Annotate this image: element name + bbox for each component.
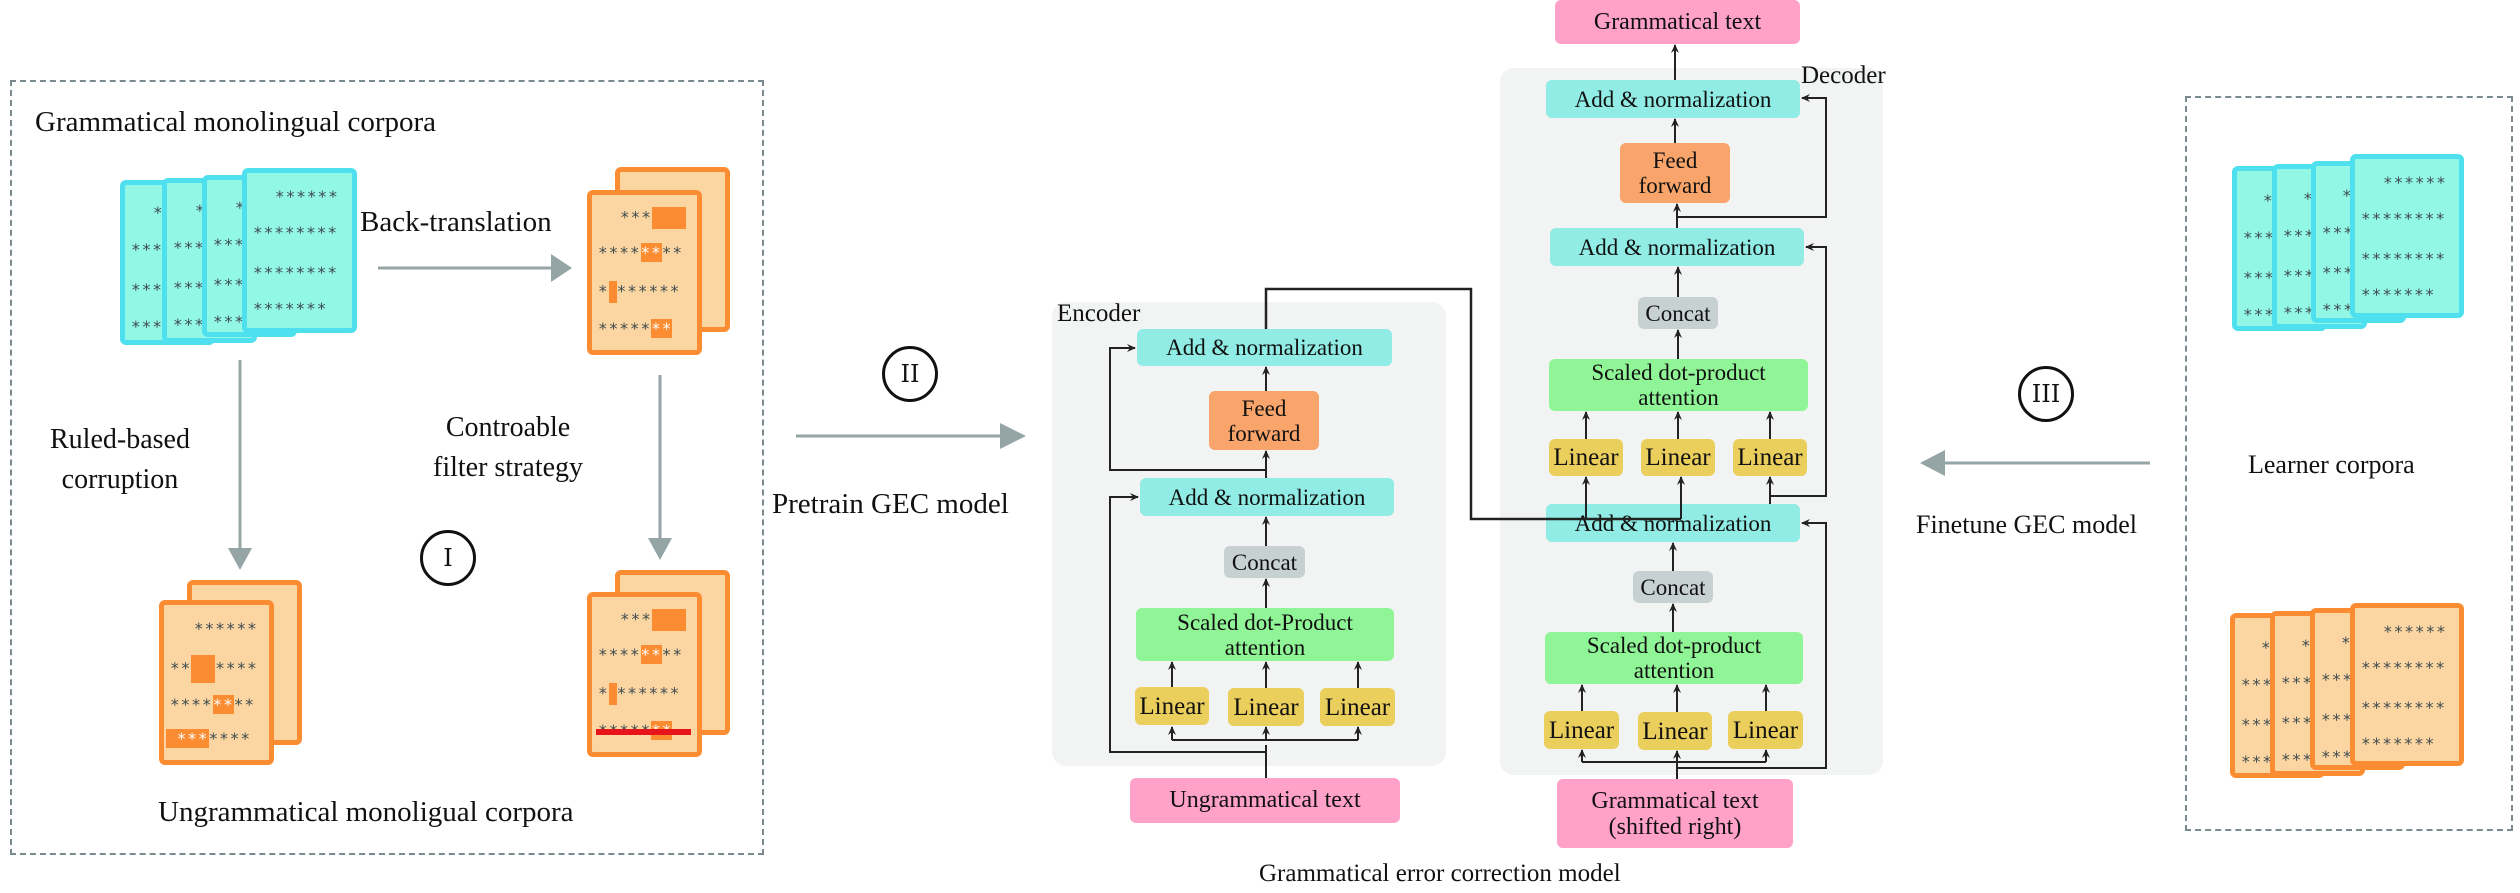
decoder-add-norm-bottom: Add & normalization <box>1546 504 1800 542</box>
decoder-linear-top: Linear <box>1549 439 1623 476</box>
decoder-linear-bottom: Linear <box>1544 711 1619 749</box>
ungrammatical-text-input: Ungrammatical text <box>1130 778 1400 823</box>
stage1-panel <box>10 80 764 855</box>
encoder-add-norm-bottom: Add & normalization <box>1140 478 1394 516</box>
decoder-linear-top: Linear <box>1733 439 1807 476</box>
document-icon: *** ******** ******* ******* <box>587 592 702 757</box>
decoder-attention-bottom: Scaled dot-product attention <box>1545 632 1803 684</box>
decoder-add-norm-top: Add & normalization <box>1546 80 1800 118</box>
model-caption: Grammatical error correction model <box>1259 860 1621 887</box>
decoder-add-norm-mid: Add & normalization <box>1550 228 1804 266</box>
shifted-grammatical-text-input: Grammatical text (shifted right) <box>1557 779 1793 848</box>
stage3-panel <box>2185 96 2513 831</box>
encoder-feed-forward: Feed forward <box>1209 391 1319 450</box>
strike-through-filter-mark <box>596 729 691 735</box>
pretrain-label: Pretrain GEC model <box>772 488 1009 520</box>
document-icon: ****** ****** ******** ******* <box>159 600 274 765</box>
stage-1-badge: I <box>420 530 476 586</box>
finetune-label: Finetune GEC model <box>1916 510 2137 539</box>
decoder-attention-top: Scaled dot-product attention <box>1549 359 1808 411</box>
back-translation-label: Back-translation <box>360 206 552 238</box>
document-icon: ****** ******** ******** ******* <box>2350 154 2464 318</box>
encoder-attention: Scaled dot-Product attention <box>1136 608 1394 661</box>
ungrammatical-corpora-title: Ungrammatical monoligual corpora <box>158 796 574 828</box>
document-icon: *** ******** ******* ******* <box>587 190 702 355</box>
encoder-linear: Linear <box>1135 687 1209 725</box>
encoder-linear: Linear <box>1320 688 1395 726</box>
filter-strategy-label: Controable filter strategy <box>433 412 584 483</box>
decoder-concat-bottom: Concat <box>1633 571 1713 603</box>
document-icon: ****** ******** ******** ******* <box>2350 603 2464 766</box>
stage-3-badge: III <box>2018 366 2074 422</box>
grammatical-text-output: Grammatical text <box>1555 0 1800 44</box>
rule-based-corruption-label: Ruled-based corruption <box>50 424 190 495</box>
document-icon: ****** ******** ******** ******* <box>242 168 357 333</box>
decoder-feed-forward: Feed forward <box>1620 143 1730 203</box>
pretrain-arrow <box>796 423 1026 449</box>
decoder-concat-top: Concat <box>1638 297 1718 329</box>
encoder-linear: Linear <box>1228 688 1304 726</box>
encoder-concat: Concat <box>1224 546 1305 578</box>
encoder-label: Encoder <box>1057 300 1141 327</box>
decoder-linear-bottom: Linear <box>1728 711 1803 749</box>
decoder-label: Decoder <box>1801 62 1886 89</box>
learner-corpora-label: Learner corpora <box>2248 450 2415 479</box>
finetune-arrow <box>1920 450 2150 476</box>
encoder-add-norm-top: Add & normalization <box>1137 329 1392 366</box>
stage-2-badge: II <box>882 346 938 402</box>
decoder-linear-bottom: Linear <box>1638 712 1712 750</box>
decoder-linear-top: Linear <box>1641 439 1715 476</box>
grammatical-corpora-title: Grammatical monolingual corpora <box>35 106 437 138</box>
